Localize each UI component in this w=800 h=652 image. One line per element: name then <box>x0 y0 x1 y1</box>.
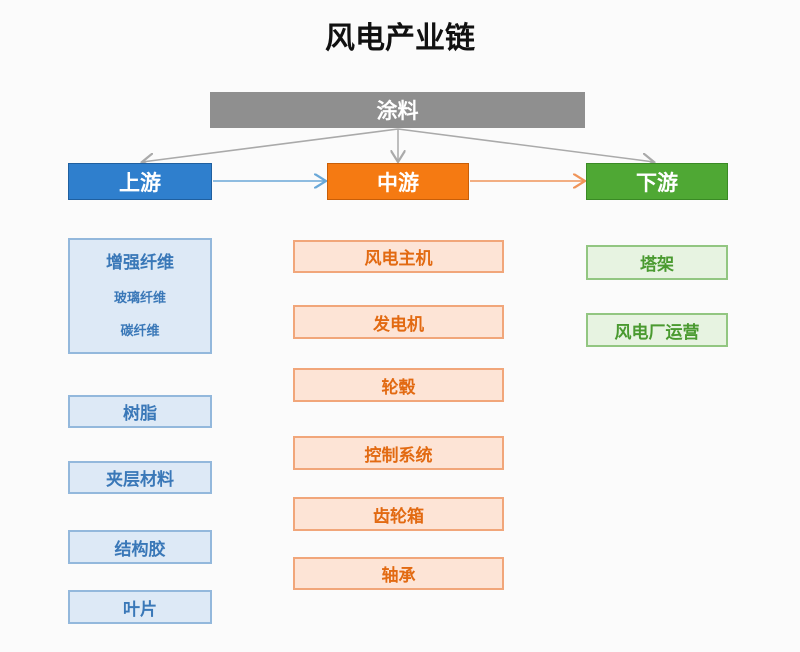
upstream-fiber-group: 增强纤维 玻璃纤维 碳纤维 <box>68 238 212 354</box>
midstream-item: 风电主机 <box>293 240 504 273</box>
midstream-item: 发电机 <box>293 305 504 339</box>
midstream-header: 中游 <box>327 163 469 200</box>
upstream-item: 结构胶 <box>68 530 212 564</box>
upstream-item: 夹层材料 <box>68 461 212 494</box>
page-title: 风电产业链 <box>325 21 475 56</box>
midstream-item: 轴承 <box>293 557 504 590</box>
upstream-item: 树脂 <box>68 395 212 428</box>
midstream-item: 控制系统 <box>293 436 504 470</box>
fiber-sub-item: 碳纤维 <box>120 324 160 339</box>
fiber-sub-item: 玻璃纤维 <box>113 291 166 306</box>
downstream-item: 风电厂运营 <box>586 313 728 347</box>
arrow-coating-downstream <box>397 128 654 162</box>
arrow-coating-upstream <box>142 128 399 162</box>
coating-box: 涂料 <box>210 92 585 128</box>
midstream-item: 轮毂 <box>293 368 504 402</box>
downstream-item: 塔架 <box>586 245 728 280</box>
downstream-header: 下游 <box>586 163 728 200</box>
upstream-header: 上游 <box>68 163 212 200</box>
upstream-item: 叶片 <box>68 590 212 624</box>
fiber-label: 增强纤维 <box>106 253 174 273</box>
midstream-item: 齿轮箱 <box>293 497 504 531</box>
